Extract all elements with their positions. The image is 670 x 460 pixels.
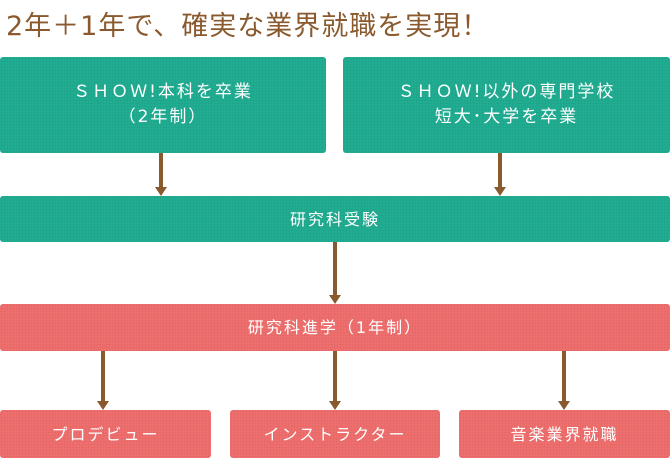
arrow-down-icon <box>155 153 167 196</box>
other-school-graduate-line1: ＳＨＯＷ!以外の専門学校 <box>397 82 616 102</box>
arrow-down-icon <box>329 351 341 410</box>
outcome-instructor-label: インストラクター <box>263 424 407 444</box>
outcome-music-industry-box: 音楽業界就職 <box>459 410 670 458</box>
arrow-down-icon <box>97 351 109 410</box>
show-main-graduate-line1: ＳＨＯＷ!本科を卒業 <box>73 82 253 102</box>
research-exam-box: 研究科受験 <box>0 196 670 242</box>
outcome-pro-debut-label: プロデビュー <box>51 424 160 444</box>
page-title: 2年＋1年で、確実な業界就職を実現！ <box>6 11 490 42</box>
outcome-music-industry-label: 音楽業界就職 <box>510 424 619 444</box>
research-course-label: 研究科進学（1年制） <box>247 318 423 337</box>
show-main-graduate-box: ＳＨＯＷ!本科を卒業 （2年制） <box>0 57 326 153</box>
arrow-down-icon <box>329 242 341 304</box>
outcome-instructor-box: インストラクター <box>230 410 440 458</box>
arrow-down-icon <box>494 153 506 196</box>
other-school-graduate-box: ＳＨＯＷ!以外の専門学校 短大･大学を卒業 <box>343 57 670 153</box>
show-main-graduate-line2: （2年制） <box>118 107 208 127</box>
research-course-box: 研究科進学（1年制） <box>0 304 670 351</box>
arrow-down-icon <box>558 351 570 410</box>
outcome-pro-debut-box: プロデビュー <box>0 410 211 458</box>
research-exam-label: 研究科受験 <box>289 209 380 229</box>
other-school-graduate-line2: 短大･大学を卒業 <box>434 107 579 127</box>
